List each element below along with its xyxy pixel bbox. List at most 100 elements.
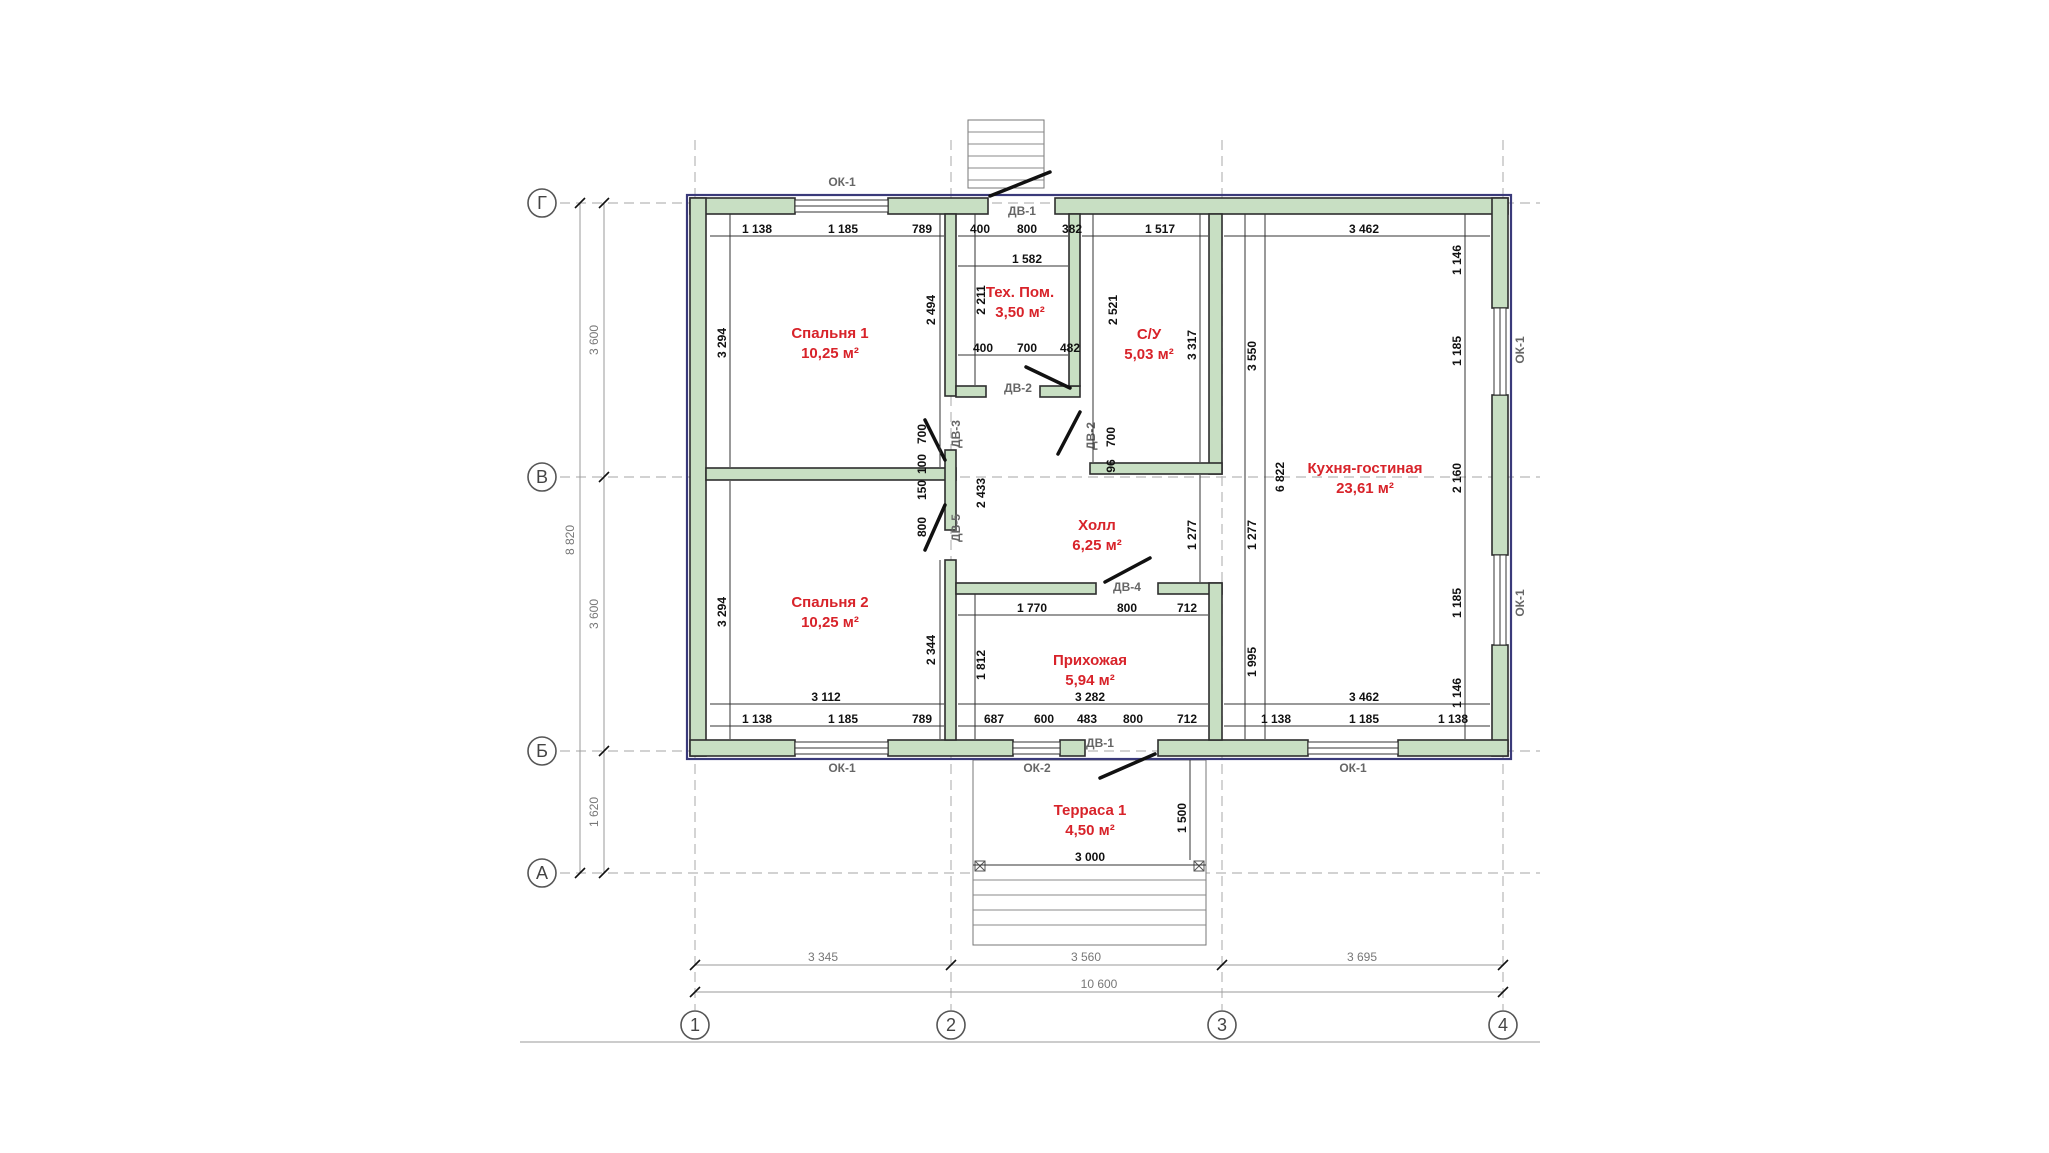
stairs-top (967, 119, 1045, 189)
axis-label-g: Г (537, 193, 547, 213)
dim-kitchen-right-5: 1 146 (1450, 678, 1464, 708)
room-area-tech: 3,50 м² (995, 304, 1044, 321)
wall-right-1 (1491, 197, 1509, 309)
label-dv2-wc: ДВ-2 (1084, 422, 1098, 450)
wall-bottom-1 (689, 739, 796, 757)
dim-bottom-entry-3: 483 (1077, 712, 1097, 726)
room-name-entry: Прихожая (1053, 652, 1127, 669)
wall-hall-left (944, 449, 957, 531)
dim-bottom-left-1: 1 138 (742, 712, 772, 726)
axis-label-1: 1 (690, 1015, 700, 1035)
dim-bed1-right: 2 494 (924, 295, 938, 325)
axis-bubble-v (527, 462, 557, 492)
dim-hall-row-3: 712 (1177, 601, 1197, 615)
dim-tech-width: 1 582 (1012, 252, 1042, 266)
room-area-bedroom-2: 10,25 м² (801, 614, 859, 631)
dim-hall-height: 2 433 (974, 478, 988, 508)
room-area-bedroom-1: 10,25 м² (801, 345, 859, 362)
dim-bottom-left-2: 1 185 (828, 712, 858, 726)
wall-top-2 (887, 197, 989, 215)
dim-bottom-seg-3: 3 695 (1347, 950, 1377, 964)
dim-top-wc: 1 517 (1145, 222, 1175, 236)
dim-kitchen-full: 6 822 (1273, 462, 1287, 492)
dim-hall-right: 1 277 (1185, 520, 1199, 550)
dim-kitchen-right-1: 1 146 (1450, 245, 1464, 275)
dim-top-tech-1: 400 (970, 222, 990, 236)
wall-bed2-right (944, 559, 957, 741)
label-dv4: ДВ-4 (1113, 580, 1141, 594)
axis-bubble-1 (680, 1010, 710, 1040)
wall-wc-right (1208, 213, 1223, 475)
dim-bed2-right: 2 344 (924, 635, 938, 665)
room-area-wc: 5,03 м² (1124, 346, 1173, 363)
axis-label-4: 4 (1498, 1015, 1508, 1035)
room-name-terrace: Терраса 1 (1054, 802, 1127, 819)
axis-label-3: 3 (1217, 1015, 1227, 1035)
wall-entry-right (1208, 582, 1223, 741)
dim-bottom-entry-1: 687 (984, 712, 1004, 726)
dim-kitchen-right-3: 2 160 (1450, 463, 1464, 493)
dim-top-left-3: 789 (912, 222, 932, 236)
label-ok1-bottom-right: ОК-1 (1339, 761, 1367, 775)
dim-kitchen-right-2: 1 185 (1450, 336, 1464, 366)
wall-right-2 (1491, 394, 1509, 556)
label-dv2-tech: ДВ-2 (1004, 381, 1032, 395)
wall-bottom-5 (1397, 739, 1509, 757)
dim-left-seg-1: 3 600 (587, 325, 601, 355)
dim-top-left-1: 1 138 (742, 222, 772, 236)
dim-terrace-height: 1 500 (1175, 803, 1189, 833)
dim-left-seg-2: 3 600 (587, 599, 601, 629)
room-area-kitchen: 23,61 м² (1336, 480, 1394, 497)
dim-bottom-entry-5: 712 (1177, 712, 1197, 726)
axis-label-v: В (536, 467, 548, 487)
door-leaf-bed2 (923, 503, 947, 552)
dim-tech-height: 2 211 (974, 285, 988, 315)
dim-dv2-wc-small: 96 (1104, 459, 1118, 473)
door-leaf-wc (1056, 410, 1082, 456)
windows (794, 199, 1507, 755)
dim-kitchen-bottom-width: 3 462 (1349, 690, 1379, 704)
label-ok1-top: ОК-1 (828, 175, 856, 189)
dim-top-left-2: 1 185 (828, 222, 858, 236)
dim-bottom-kitchen-2: 1 185 (1349, 712, 1379, 726)
dim-top-tech-2: 800 (1017, 222, 1037, 236)
wall-bottom-3 (1059, 739, 1086, 757)
bottom-dimensions: 3 345 3 560 3 695 10 600 (520, 950, 1540, 1043)
door-leaf-entry (1103, 556, 1152, 584)
axis-label-2: 2 (946, 1015, 956, 1035)
room-area-entry: 5,94 м² (1065, 672, 1114, 689)
label-ok1-right-bottom: ОК-1 (1513, 589, 1527, 617)
axis-bubble-2 (936, 1010, 966, 1040)
dim-hall-vert-4: 800 (915, 517, 929, 537)
left-dimensions: 8 820 3 600 3 600 1 620 (563, 197, 610, 879)
dim-hall-vert-3: 150 (915, 480, 929, 500)
label-dv1-bottom: ДВ-1 (1086, 736, 1114, 750)
dim-total-height: 8 820 (563, 525, 577, 555)
dim-bottom-entry-4: 800 (1123, 712, 1143, 726)
axis-label-a: А (536, 863, 548, 883)
dim-entry-height: 1 812 (974, 650, 988, 680)
wall-left (689, 197, 707, 757)
label-dv1-top: ДВ-1 (1008, 204, 1036, 218)
label-dv3: ДВ-3 (949, 420, 963, 448)
door-leaf-terrace (1098, 752, 1157, 780)
dim-hall-row-1: 1 770 (1017, 601, 1047, 615)
room-name-kitchen: Кухня-гостиная (1308, 460, 1423, 477)
dim-bottom-seg-1: 3 345 (808, 950, 838, 964)
dim-bottom-total: 10 600 (1081, 977, 1118, 991)
wall-tech-bottom-r (1039, 385, 1081, 398)
dim-bed1-height: 3 294 (715, 328, 729, 358)
door-leaf-entrance (988, 170, 1052, 198)
room-name-bedroom-2: Спальня 2 (791, 594, 868, 611)
doors (923, 170, 1157, 780)
dim-hall-vert-2: 100 (915, 454, 929, 474)
terrace (972, 759, 1207, 946)
room-name-bedroom-1: Спальня 1 (791, 325, 868, 342)
wall-bed1-right (944, 213, 957, 397)
dim-wc-full: 3 317 (1185, 330, 1199, 360)
label-dv5: ДВ-5 (949, 514, 963, 542)
axis-bubble-4 (1488, 1010, 1518, 1040)
axis-bubble-a (527, 858, 557, 888)
axis-bubble-3 (1207, 1010, 1237, 1040)
